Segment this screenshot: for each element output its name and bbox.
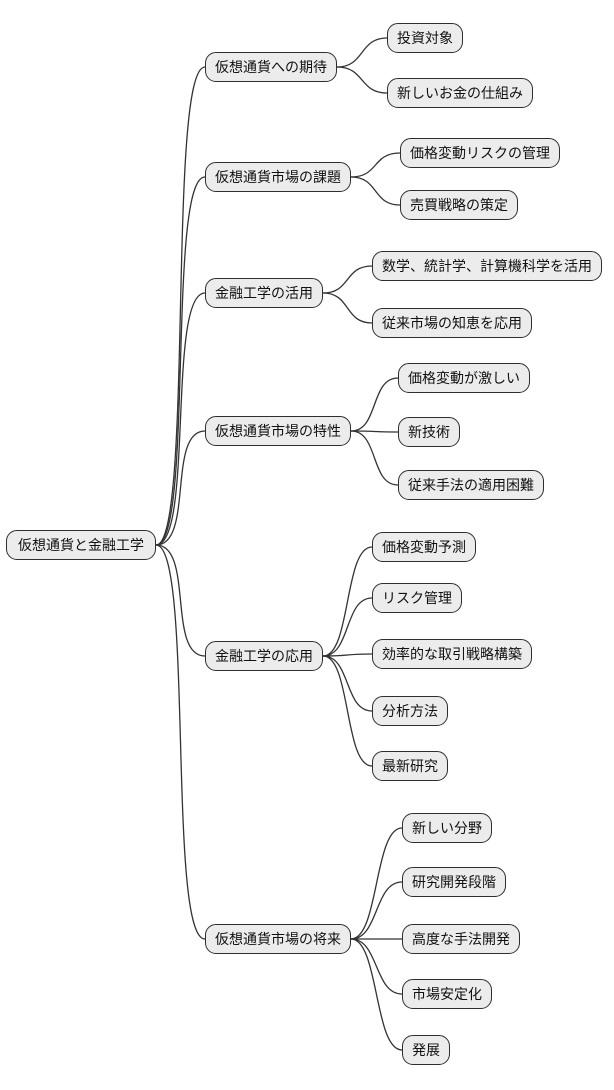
edge-branch-5-leaf-3 <box>350 938 403 995</box>
edge-branch-4-leaf-4 <box>322 655 373 767</box>
edge-branch-0-leaf-0 <box>336 37 388 68</box>
mindmap-leaf-node: 価格変動が激しい <box>398 363 530 393</box>
mindmap-leaf-node: 最新研究 <box>372 751 448 781</box>
mindmap-leaf-node: 数学、統計学、計算機科学を活用 <box>372 251 602 281</box>
edge-branch-0-leaf-1 <box>336 66 388 94</box>
edge-root-branch-4 <box>155 544 206 657</box>
edge-branch-5-leaf-1 <box>350 881 403 940</box>
edge-branch-1-leaf-1 <box>350 176 401 206</box>
mindmap-leaf-node: 売買戦略の策定 <box>400 190 518 220</box>
edge-branch-3-leaf-1 <box>350 430 399 433</box>
mindmap-leaf-node: 価格変動リスクの管理 <box>400 138 560 168</box>
mindmap-root-node: 仮想通貨と金融工学 <box>6 530 156 560</box>
mindmap-branch-node: 仮想通貨市場の特性 <box>205 416 351 446</box>
mindmap-leaf-node: 効率的な取引戦略構築 <box>372 639 532 669</box>
mindmap-leaf-node: 従来市場の知恵を応用 <box>372 308 532 338</box>
mindmap-branch-node: 仮想通貨市場の将来 <box>205 924 351 954</box>
edge-root-branch-2 <box>155 292 206 546</box>
edge-branch-4-leaf-0 <box>322 546 373 657</box>
edge-branch-5-leaf-0 <box>350 827 403 940</box>
edge-branch-2-leaf-1 <box>322 292 373 324</box>
mindmap-leaf-node: 新しいお金の仕組み <box>387 78 533 108</box>
edge-branch-5-leaf-4 <box>350 938 403 1051</box>
mindmap-leaf-node: 新しい分野 <box>402 813 492 843</box>
edge-branch-2-leaf-0 <box>322 265 373 294</box>
mindmap-leaf-node: 新技術 <box>398 417 460 447</box>
mindmap-branch-node: 金融工学の活用 <box>205 278 323 308</box>
mindmap-leaf-node: 価格変動予測 <box>372 532 476 562</box>
mindmap-leaf-node: リスク管理 <box>372 583 462 613</box>
edge-branch-3-leaf-0 <box>350 377 399 432</box>
edge-branch-3-leaf-2 <box>350 430 399 486</box>
edge-branch-4-leaf-1 <box>322 597 373 657</box>
mindmap-leaf-node: 高度な手法開発 <box>402 924 520 954</box>
edge-root-branch-1 <box>155 176 206 546</box>
edge-branch-1-leaf-0 <box>350 152 401 178</box>
mindmap-leaf-node: 研究開発段階 <box>402 867 506 897</box>
mindmap-leaf-node: 市場安定化 <box>402 979 492 1009</box>
mindmap-leaf-node: 投資対象 <box>387 23 463 53</box>
edge-branch-4-leaf-2 <box>322 653 373 657</box>
edge-root-branch-3 <box>155 430 206 546</box>
mindmap-branch-node: 仮想通貨市場の課題 <box>205 162 351 192</box>
mindmap-leaf-node: 分析方法 <box>372 696 448 726</box>
mindmap-branch-node: 金融工学の応用 <box>205 641 323 671</box>
mindmap-leaf-node: 発展 <box>402 1035 450 1065</box>
mindmap-branch-node: 仮想通貨への期待 <box>205 52 337 82</box>
mindmap-leaf-node: 従来手法の適用困難 <box>398 470 544 500</box>
edge-root-branch-0 <box>155 66 206 546</box>
edge-root-branch-5 <box>155 544 206 940</box>
edge-branch-4-leaf-3 <box>322 655 373 712</box>
